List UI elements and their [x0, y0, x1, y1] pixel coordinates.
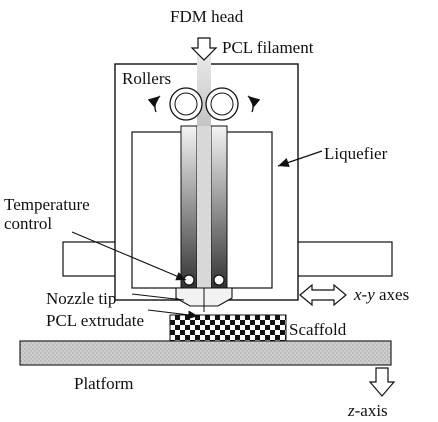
fdm-head-label: FDM head	[170, 7, 244, 26]
xy-axes-x: x	[353, 285, 362, 304]
nozzle-leader	[131, 293, 185, 301]
liquefier-tube-left	[180, 125, 198, 289]
z-axis-label: z-axis	[347, 401, 388, 420]
xy-axes-arrow	[299, 283, 347, 307]
xy-axes-label: x-y axes	[353, 285, 409, 304]
liquefier-leader	[277, 150, 323, 168]
xy-axes-word: axes	[375, 285, 409, 304]
z-axis-arrow	[368, 367, 396, 397]
extrudate-leader	[147, 309, 199, 320]
filament-input-arrow	[190, 37, 218, 61]
rollers-label: Rollers	[122, 69, 171, 88]
roller-rotation-right-arrow	[247, 95, 261, 113]
nozzle-tip-label: Nozzle tip	[46, 289, 116, 308]
temperature-leader	[71, 231, 187, 281]
rollers	[169, 87, 239, 121]
xy-axes-y: y	[365, 285, 375, 304]
liquefier-label: Liquefier	[324, 144, 388, 163]
scaffold	[169, 314, 287, 342]
right-gantry-rail	[295, 241, 393, 277]
scaffold-label: Scaffold	[289, 320, 347, 339]
left-gantry-rail	[62, 241, 120, 277]
temperature-label: Temperature	[4, 195, 90, 214]
filament-channel	[197, 44, 211, 144]
z-axis-word: -axis	[355, 401, 388, 420]
control-label: control	[4, 214, 52, 233]
platform	[19, 340, 392, 366]
pcl-filament-label: PCL filament	[222, 38, 314, 57]
platform-label: Platform	[74, 374, 134, 393]
pcl-extrudate-label: PCL extrudate	[46, 311, 144, 330]
roller-rotation-left-arrow	[147, 95, 161, 113]
heater-right	[213, 274, 225, 286]
liquefier-core	[197, 126, 211, 288]
liquefier-tube-right	[210, 125, 228, 289]
z-axis-var: z	[347, 401, 355, 420]
xy-axes-dash: -	[362, 285, 368, 304]
